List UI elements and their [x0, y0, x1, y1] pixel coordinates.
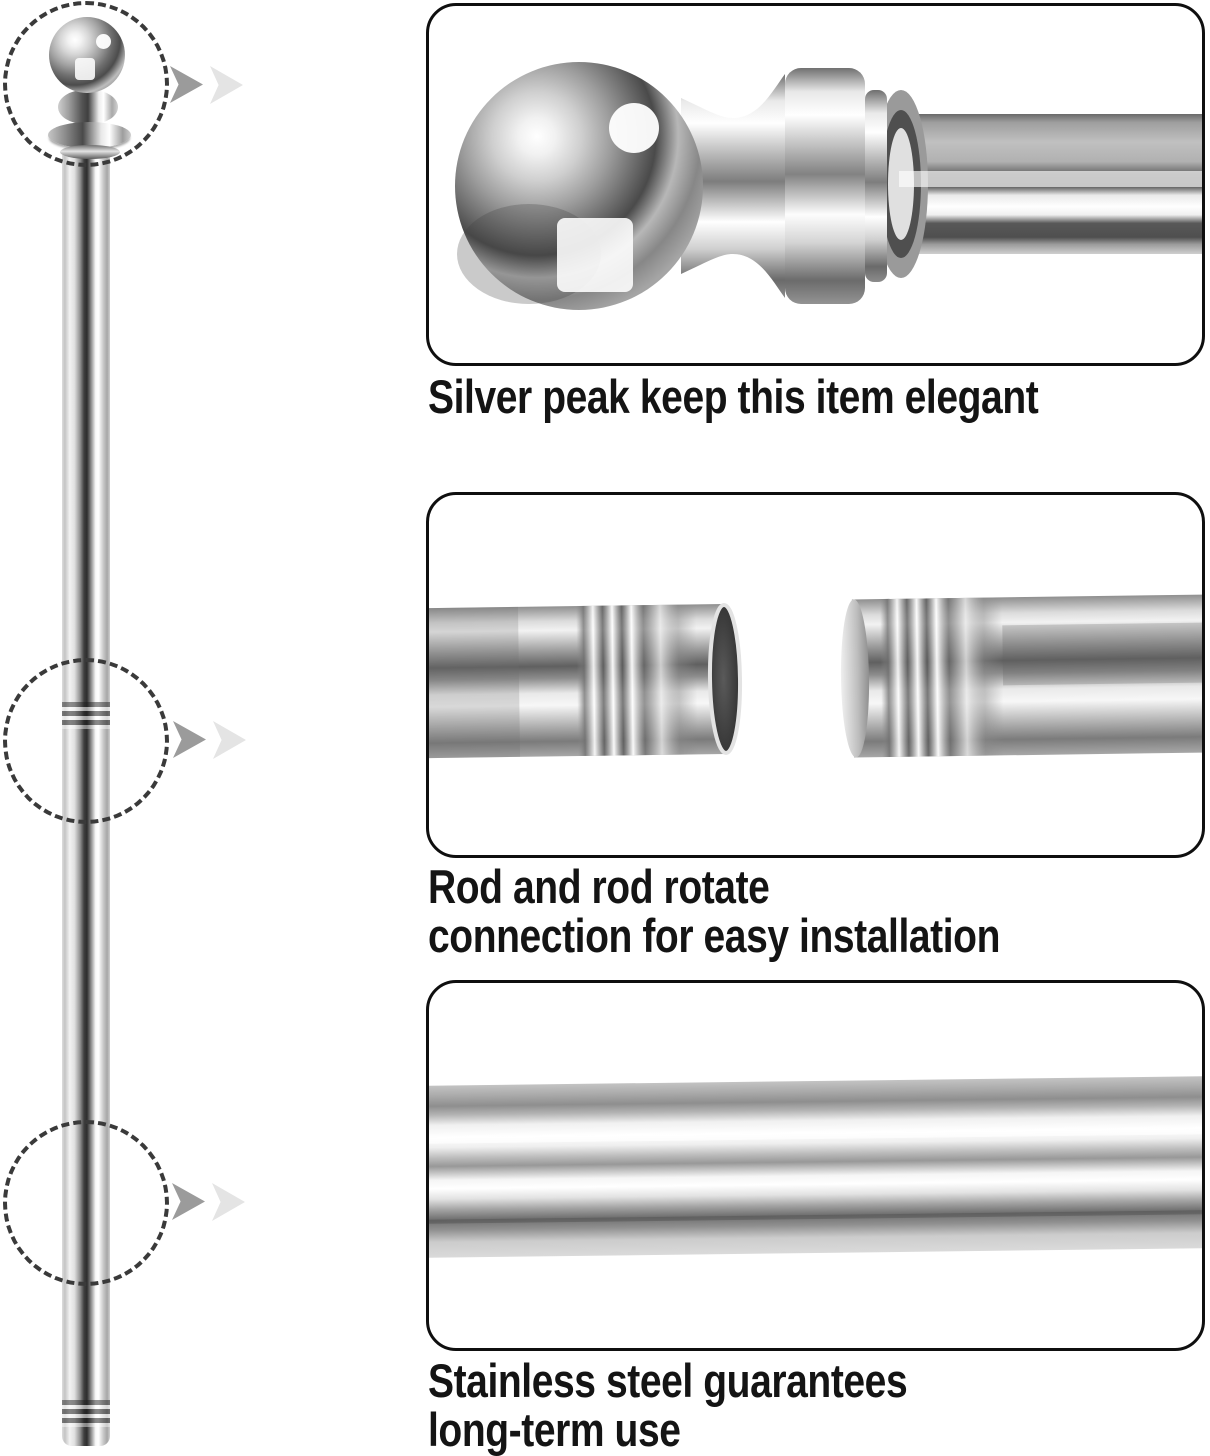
chevron-right-faded-icon	[210, 66, 243, 104]
chevron-right-faded-icon	[213, 721, 246, 759]
caption-joint: Rod and rod rotate connection for easy i…	[428, 862, 1000, 960]
detail-panel-joint	[426, 492, 1205, 858]
caption-line: Rod and rod rotate	[428, 860, 770, 913]
detail-panel-finial	[426, 3, 1205, 366]
finial-photo	[455, 62, 1202, 310]
joint-photo	[429, 594, 1202, 759]
chevron-right-icon	[170, 66, 203, 103]
pole-end-grooves	[62, 1398, 110, 1432]
caption-line: long-term use	[428, 1403, 681, 1456]
chevron-right-icon	[173, 721, 206, 758]
caption-finial: Silver peak keep this item elegant	[428, 370, 1039, 423]
shaft-photo	[429, 1076, 1202, 1258]
callout-circle-finial	[3, 1, 169, 167]
caption-line: Silver peak keep this item elegant	[428, 370, 1039, 423]
caption-line: connection for easy installation	[428, 909, 1000, 962]
detail-panel-shaft	[426, 980, 1205, 1351]
caption-shaft: Stainless steel guarantees long-term use	[428, 1354, 908, 1456]
callout-circle-shaft	[3, 1120, 169, 1286]
chevron-right-icon	[172, 1183, 205, 1220]
callout-circle-joint	[3, 658, 169, 824]
chevron-right-faded-icon	[212, 1183, 245, 1221]
caption-line: Stainless steel guarantees	[428, 1354, 908, 1407]
